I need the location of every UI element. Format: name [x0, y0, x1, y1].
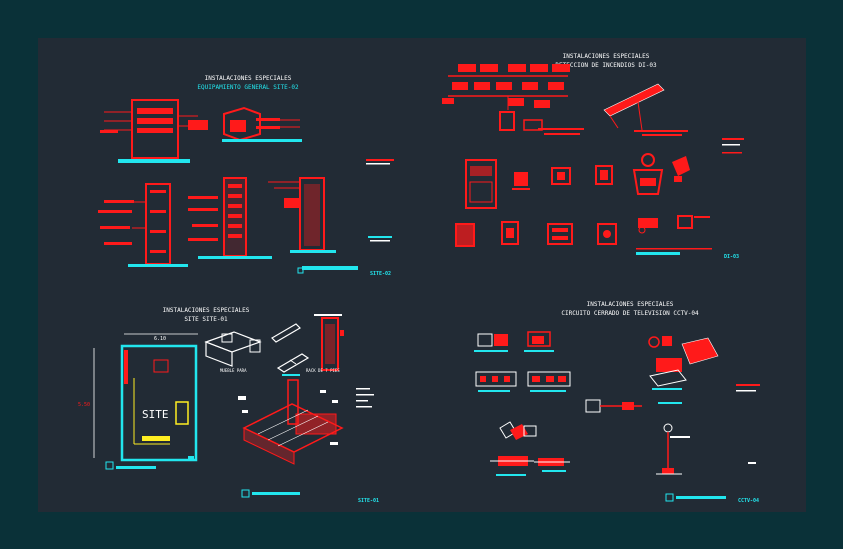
site-floor-plan: 6.10 5.50 SITE: [78, 333, 198, 462]
rack-front-elevation: [100, 99, 208, 163]
cable-tray-pieces: [271, 323, 310, 376]
q4-sheet-code: CCTV-04: [738, 498, 759, 504]
building-facades: [475, 371, 571, 392]
fire-alarm-riser-diagram: [442, 64, 584, 135]
fire-panel-devices-row-1: [465, 153, 690, 209]
camera-housing-details: [490, 421, 570, 476]
cad-drawing: INSTALACIONES ESPECIALES EQUIPAMIENTO GE…: [78, 53, 760, 504]
fire-panel-devices-row-2: [455, 215, 712, 255]
q4-subtitle: CIRCUITO CERRADO DE TELEVISION CCTV-04: [561, 310, 699, 317]
quadrant-cctv: INSTALACIONES ESPECIALES CIRCUITO CERRAD…: [474, 301, 760, 504]
quadrant-equipamiento-general: INSTALACIONES ESPECIALES EQUIPAMIENTO GE…: [98, 75, 394, 277]
q1-sheet-code: SITE-02: [370, 271, 391, 277]
rack-elevation-2: [188, 177, 272, 259]
q1-title: INSTALACIONES ESPECIALES: [205, 75, 292, 82]
cable-tray-detail: [603, 83, 688, 136]
quadrant-deteccion-incendios: INSTALACIONES ESPECIALES DETECCION DE IN…: [442, 53, 744, 260]
drawing-sheet: INSTALACIONES ESPECIALES EQUIPAMIENTO GE…: [38, 38, 806, 512]
rack-elevation-1: [98, 183, 188, 267]
camera-pole-detail: [656, 423, 756, 475]
rack-elevation-3: [268, 177, 336, 253]
q1-subtitle: EQUIPAMIENTO GENERAL SITE-02: [197, 84, 299, 91]
q3-title: INSTALACIONES ESPECIALES: [163, 307, 250, 314]
wall-cabinet: [222, 106, 302, 142]
dimension-height: 5.50: [78, 402, 90, 408]
rack-7ft-elevation: RACK DE 7 PIES: [306, 314, 344, 373]
cctv-control-station: [648, 336, 760, 392]
q3-subtitle: SITE SITE-01: [184, 316, 228, 323]
quadrant-site: INSTALACIONES ESPECIALES SITE SITE-01 6.…: [78, 307, 379, 504]
workstation-furniture: MUEBLE PARA: [204, 331, 262, 373]
site-isometric-view: [238, 379, 344, 465]
camera-devices-top: [474, 331, 554, 352]
label-mueble: MUEBLE PARA: [220, 368, 247, 373]
dimension-width: 6.10: [154, 336, 166, 342]
camera-bracket-detail: [585, 399, 682, 413]
q2-sheet-code: DI-03: [724, 254, 739, 260]
q3-sheet-code: SITE-01: [358, 498, 379, 504]
q4-title: INSTALACIONES ESPECIALES: [587, 301, 674, 308]
room-label: SITE: [142, 408, 169, 421]
q2-title: INSTALACIONES ESPECIALES: [563, 53, 650, 60]
label-rack: RACK DE 7 PIES: [306, 368, 340, 373]
q2-subtitle: DETECCION DE INCENDIOS DI-03: [555, 62, 657, 69]
